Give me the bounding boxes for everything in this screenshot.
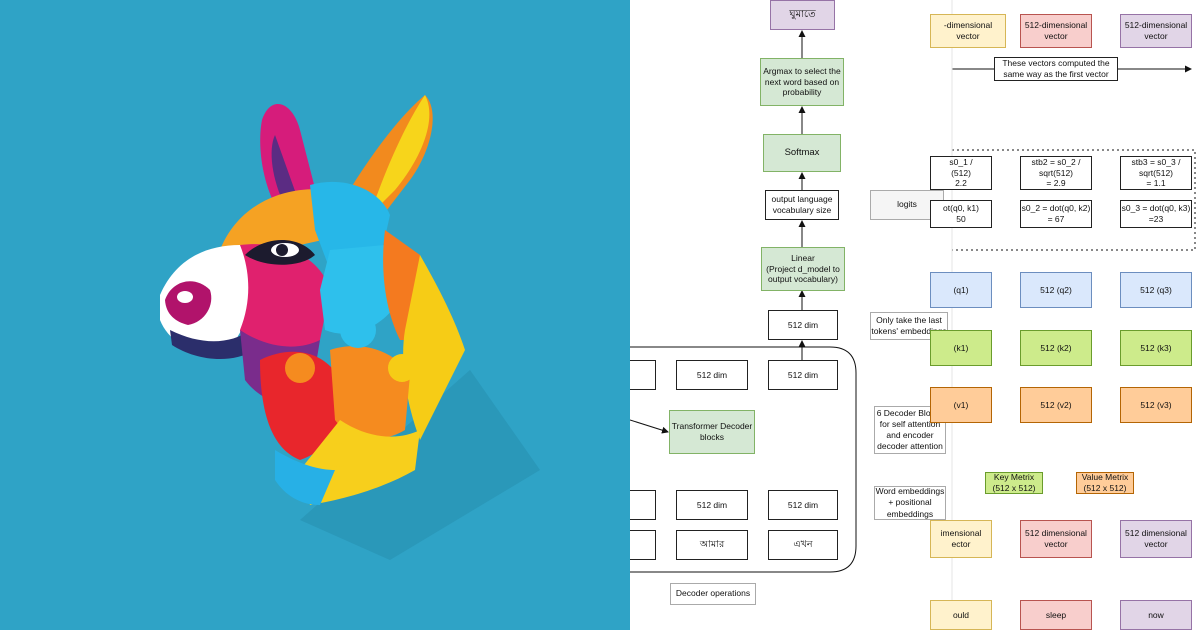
key-metrix-box: Key Metrix (512 x 512) (985, 472, 1043, 494)
embedding-vector: 512 dimensional vector (1120, 520, 1192, 558)
llama-illustration-panel (0, 0, 630, 630)
dim-box-bottom: 512 dim (676, 490, 748, 520)
scaled-score-box: stb3 = s0_3 / sqrt(512) = 1.1 (1120, 156, 1192, 190)
output-word-box: ঘুমাতে (770, 0, 835, 30)
computed-note: These vectors computed the same way as t… (994, 57, 1118, 81)
value-box-partial: (v1) (930, 387, 992, 423)
dim-box-partial-top (630, 360, 656, 390)
dot-score-box-partial: ot(q0, k1) 50 (930, 200, 992, 228)
vector-box: 512-dimensional vector (1120, 14, 1192, 48)
dim-box-bottom: 512 dim (768, 490, 838, 520)
query-box: 512 (q2) (1020, 272, 1092, 308)
embedding-vector: 512 dimensional vector (1020, 520, 1092, 558)
dim-box-top: 512 dim (768, 360, 838, 390)
input-word-box: এখন (768, 530, 838, 560)
key-box: 512 (k3) (1120, 330, 1192, 366)
word-box-partial (630, 530, 656, 560)
query-box-partial: (q1) (930, 272, 992, 308)
dot-score-box: s0_3 = dot(q0, k3) =23 (1120, 200, 1192, 228)
value-metrix-box: Value Metrix (512 x 512) (1076, 472, 1134, 494)
vocab-size-box: output language vocabulary size (765, 190, 839, 220)
dim-box-top: 512 dim (676, 360, 748, 390)
value-box: 512 (v3) (1120, 387, 1192, 423)
dim-box-partial-bottom (630, 490, 656, 520)
key-box-partial: (k1) (930, 330, 992, 366)
vector-box: 512-dimensional vector (1020, 14, 1092, 48)
word-token: sleep (1020, 600, 1092, 630)
word-token: now (1120, 600, 1192, 630)
llama-puzzle-illustration (160, 95, 540, 560)
word-token-partial: ould (930, 600, 992, 630)
dot-score-box: s0_2 = dot(q0, k2) = 67 (1020, 200, 1092, 228)
scaled-score-box-partial: s0_1 / (512) 2.2 (930, 156, 992, 190)
query-box: 512 (q3) (1120, 272, 1192, 308)
scaled-score-box: stb2 = s0_2 / sqrt(512) = 2.9 (1020, 156, 1092, 190)
key-box: 512 (k2) (1020, 330, 1092, 366)
linear-box: Linear (Project d_model to output vocabu… (761, 247, 845, 291)
argmax-box: Argmax to select the next word based on … (760, 58, 844, 106)
diagram-panel: ঘুমাতে Argmax to select the next word ba… (630, 0, 1200, 630)
decoder-caption: Decoder operations (670, 583, 756, 605)
transformer-decoder-box: Transformer Decoder blocks (669, 410, 755, 454)
embeddings-note: Word embeddings + positional embeddings (874, 486, 946, 520)
value-box: 512 (v2) (1020, 387, 1092, 423)
vector-box-partial: -dimensional vector (930, 14, 1006, 48)
last-token-dim-box: 512 dim (768, 310, 838, 340)
softmax-box: Softmax (763, 134, 841, 172)
embedding-vector-partial: imensional ector (930, 520, 992, 558)
input-word-box: আমার (676, 530, 748, 560)
